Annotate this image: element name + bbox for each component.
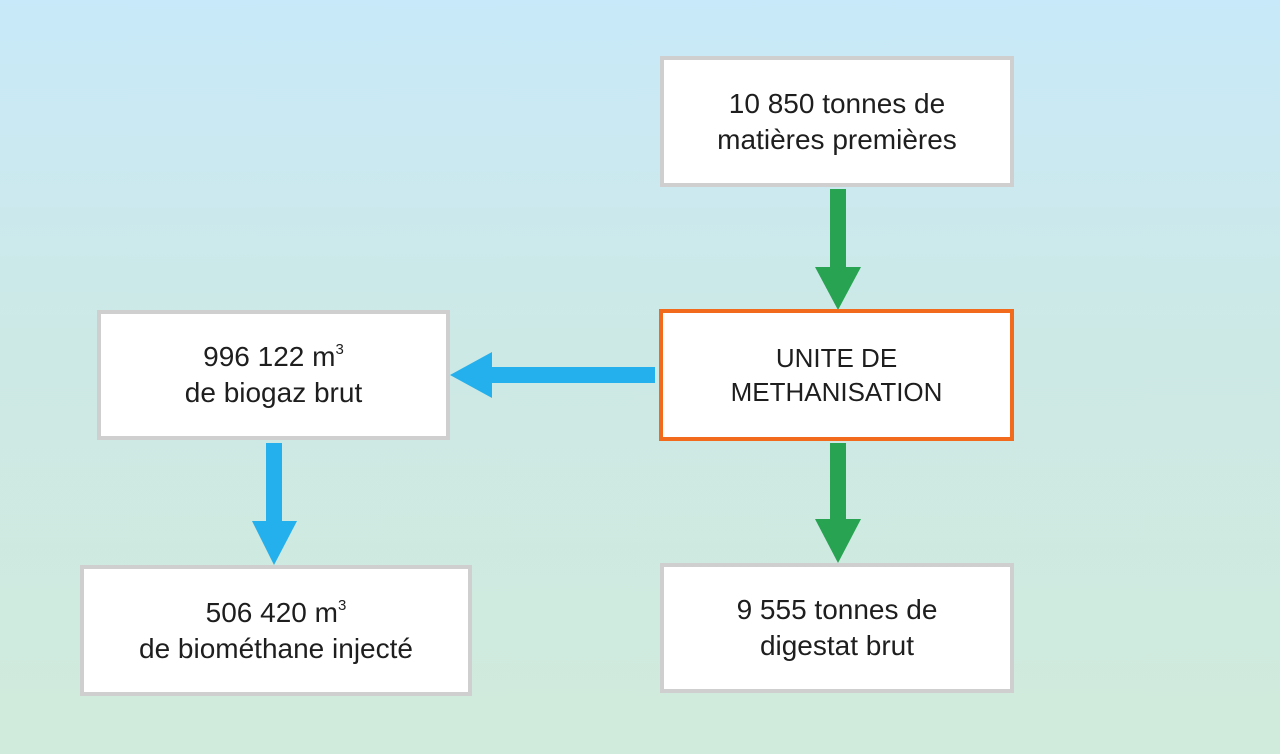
biomethane-box: 506 420 m3 de biométhane injecté	[80, 565, 472, 696]
biogaz-box: 996 122 m3 de biogaz brut	[97, 310, 450, 440]
arrow-unit-to-biogaz-head	[450, 352, 492, 398]
biogaz-volume-number: 996 122 m	[203, 341, 336, 372]
arrow-raw-to-unit	[815, 189, 861, 310]
biomethane-volume-number: 506 420 m	[205, 596, 338, 628]
unit-line1: UNITE DE	[775, 343, 898, 373]
biomethane-label: de biométhane injecté	[139, 632, 413, 664]
methanisation-unit-box: UNITE DE METHANISATION	[659, 309, 1014, 441]
biogaz-label: de biogaz brut	[184, 377, 363, 408]
arrow-unit-to-biogaz-shaft	[490, 367, 655, 383]
digestate-line2: digestat brut	[759, 630, 915, 661]
arrow-unit-to-digestate-head	[815, 519, 861, 563]
arrow-raw-to-unit-shaft	[830, 189, 846, 269]
biomethane-volume: 506 420 m3	[206, 595, 347, 631]
arrow-unit-to-biogaz	[450, 352, 655, 398]
raw-materials-line2: matières premières	[717, 123, 957, 155]
digestate-box: 9 555 tonnes de digestat brut	[660, 563, 1014, 693]
arrow-biogaz-to-biomethane	[252, 443, 297, 565]
raw-materials-line1: 10 850 tonnes de	[728, 87, 946, 119]
biomethane-volume-exponent: 3	[337, 596, 347, 614]
unit-line2: METHANISATION	[730, 377, 943, 407]
arrow-unit-to-digestate	[815, 443, 861, 563]
biogaz-volume-exponent: 3	[335, 341, 344, 358]
raw-materials-box: 10 850 tonnes de matières premières	[660, 56, 1014, 187]
biogaz-volume: 996 122 m3	[203, 339, 344, 375]
arrow-biogaz-to-biomethane-shaft	[266, 443, 282, 523]
arrow-unit-to-digestate-shaft	[830, 443, 846, 521]
arrow-raw-to-unit-head	[815, 267, 861, 310]
arrow-biogaz-to-biomethane-head	[252, 521, 297, 565]
digestate-line1: 9 555 tonnes de	[736, 594, 938, 625]
